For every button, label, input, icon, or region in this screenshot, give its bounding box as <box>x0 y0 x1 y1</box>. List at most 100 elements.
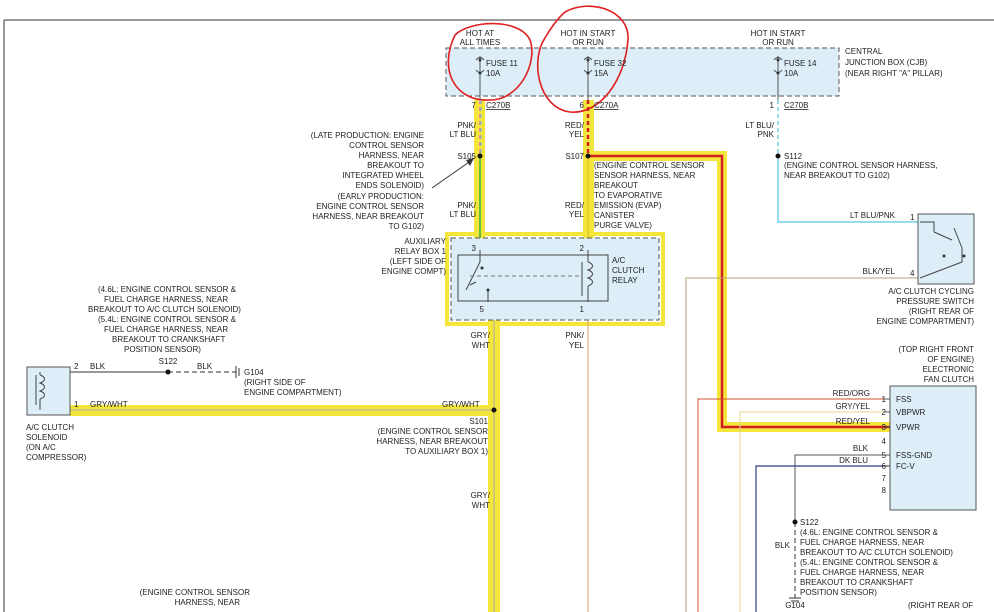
svg-text:(ENGINE CONTROL SENSOR: (ENGINE CONTROL SENSOR <box>378 427 489 436</box>
svg-text:1: 1 <box>882 395 887 404</box>
svg-text:FUEL CHARGE HARNESS, NEAR: FUEL CHARGE HARNESS, NEAR <box>800 538 924 547</box>
note-arrow-head <box>466 158 474 166</box>
svg-text:S122: S122 <box>800 518 819 527</box>
svg-text:FUEL CHARGE HARNESS, NEAR: FUEL CHARGE HARNESS, NEAR <box>104 295 228 304</box>
svg-text:BLK: BLK <box>90 362 106 371</box>
svg-text:7: 7 <box>472 101 477 110</box>
svg-text:3: 3 <box>882 423 887 432</box>
svg-text:6: 6 <box>882 462 887 471</box>
cjb-box <box>445 47 840 97</box>
svg-text:PNK/: PNK/ <box>457 201 476 210</box>
svg-text:WHT: WHT <box>472 341 490 350</box>
svg-text:SOLENOID: SOLENOID <box>26 433 68 442</box>
svg-text:RED/: RED/ <box>565 121 585 130</box>
svg-text:ENDS SOLENOID): ENDS SOLENOID) <box>356 181 425 190</box>
note-bottom: (ENGINE CONTROL SENSOR HARNESS, NEAR (RI… <box>140 588 974 610</box>
svg-text:BLK: BLK <box>853 444 869 453</box>
svg-text:A/C CLUTCH CYCLING: A/C CLUTCH CYCLING <box>888 287 974 296</box>
svg-text:LT BLU: LT BLU <box>450 130 477 139</box>
svg-text:1: 1 <box>580 305 585 314</box>
red-annotation-2 <box>537 5 629 113</box>
svg-text:BREAKOUT: BREAKOUT <box>594 181 638 190</box>
svg-text:C270B: C270B <box>784 101 808 110</box>
note-late-production: (LATE PRODUCTION: ENGINE CONTROL SENSOR … <box>311 131 425 190</box>
svg-text:1: 1 <box>770 101 775 110</box>
svg-text:(TOP RIGHT FRONT: (TOP RIGHT FRONT <box>898 345 974 354</box>
fuse-14[interactable] <box>773 56 783 100</box>
svg-text:BLK: BLK <box>775 541 791 550</box>
svg-text:2: 2 <box>882 408 887 417</box>
fuse-11[interactable] <box>475 56 485 100</box>
svg-text:2: 2 <box>74 362 79 371</box>
wire-blk-fan[interactable] <box>794 454 890 522</box>
svg-text:FUSE 11: FUSE 11 <box>486 59 518 68</box>
note-g104a: (RIGHT SIDE OF ENGINE COMPARTMENT) <box>244 378 342 397</box>
ac-clutch-relay[interactable] <box>457 254 609 302</box>
svg-text:GRY/WHT: GRY/WHT <box>90 400 128 409</box>
solenoid-labels: 2 1 A/C CLUTCH SOLENOID (ON A/C COMPRESS… <box>26 362 87 462</box>
svg-text:CENTRAL: CENTRAL <box>845 47 883 56</box>
svg-text:FSS: FSS <box>896 395 912 404</box>
svg-text:S105: S105 <box>457 152 476 161</box>
svg-text:(EARLY PRODUCTION:: (EARLY PRODUCTION: <box>338 192 424 201</box>
fuse-32[interactable] <box>583 56 593 100</box>
note-s122a: (4.6L: ENGINE CONTROL SENSOR & FUEL CHAR… <box>88 285 241 354</box>
svg-text:S101: S101 <box>469 417 488 426</box>
hot-start-a-label-1: HOT IN START <box>561 29 616 38</box>
svg-text:AUXILIARY: AUXILIARY <box>404 237 446 246</box>
ac-clutch-solenoid-box[interactable] <box>26 366 71 416</box>
svg-text:(ON A/C: (ON A/C <box>26 443 56 452</box>
svg-text:BREAKOUT TO A/C CLUTCH SOLENOI: BREAKOUT TO A/C CLUTCH SOLENOID) <box>88 305 241 314</box>
svg-text:FC-V: FC-V <box>896 462 915 471</box>
svg-text:GRY/YEL: GRY/YEL <box>835 402 870 411</box>
svg-text:8: 8 <box>882 486 887 495</box>
svg-text:FUEL CHARGE HARNESS, NEAR: FUEL CHARGE HARNESS, NEAR <box>800 568 924 577</box>
wire-red-yel[interactable] <box>586 100 890 429</box>
svg-text:(LEFT SIDE OF: (LEFT SIDE OF <box>390 257 446 266</box>
top-labels: HOT AT ALL TIMES HOT IN START OR RUN HOT… <box>460 29 806 47</box>
svg-text:(RIGHT SIDE OF: (RIGHT SIDE OF <box>244 378 306 387</box>
svg-text:TO AUXILIARY BOX 1): TO AUXILIARY BOX 1) <box>405 447 488 456</box>
wire-gry-yel[interactable] <box>739 411 890 612</box>
pressure-switch-box[interactable] <box>917 213 975 285</box>
svg-text:A/C: A/C <box>612 256 626 265</box>
wire-blk-yel[interactable] <box>685 277 918 612</box>
relay-coil-icon <box>581 250 593 302</box>
wire-ltblu-pnk[interactable] <box>777 100 920 223</box>
svg-text:INTEGRATED WHEEL: INTEGRATED WHEEL <box>342 171 424 180</box>
wire-pnk-ltblu[interactable] <box>479 100 482 250</box>
svg-text:RED/ORG: RED/ORG <box>833 389 870 398</box>
svg-text:HARNESS, NEAR: HARNESS, NEAR <box>175 598 241 607</box>
svg-text:COMPRESSOR): COMPRESSOR) <box>26 453 87 462</box>
svg-text:VBPWR: VBPWR <box>896 408 926 417</box>
svg-text:EMISSION (EVAP): EMISSION (EVAP) <box>594 201 662 210</box>
svg-text:(NEAR RIGHT "A" PILLAR): (NEAR RIGHT "A" PILLAR) <box>845 69 943 78</box>
wire-red-org[interactable] <box>697 398 890 612</box>
svg-text:1: 1 <box>74 400 79 409</box>
note-s112: (ENGINE CONTROL SENSOR HARNESS, NEAR BRE… <box>784 161 938 180</box>
wire-dk-blu[interactable] <box>755 465 890 612</box>
svg-text:DK BLU: DK BLU <box>839 456 868 465</box>
ground-g104a-icon <box>235 366 240 378</box>
svg-text:YEL: YEL <box>569 210 585 219</box>
svg-text:YEL: YEL <box>569 341 585 350</box>
svg-text:5: 5 <box>882 451 887 460</box>
svg-text:LT BLU/PNK: LT BLU/PNK <box>850 211 896 220</box>
svg-text:7: 7 <box>882 474 887 483</box>
svg-text:WHT: WHT <box>472 501 490 510</box>
svg-text:FSS-GND: FSS-GND <box>896 451 932 460</box>
svg-text:2: 2 <box>580 244 585 253</box>
svg-text:S107: S107 <box>565 152 584 161</box>
solenoid-coil-icon <box>35 372 45 410</box>
svg-text:VPWR: VPWR <box>896 423 920 432</box>
note-s122b: (4.6L: ENGINE CONTROL SENSOR & FUEL CHAR… <box>800 528 953 597</box>
svg-text:PRESSURE SWITCH: PRESSURE SWITCH <box>896 297 974 306</box>
svg-text:HARNESS, NEAR BREAKOUT: HARNESS, NEAR BREAKOUT <box>312 212 424 221</box>
svg-text:(ENGINE CONTROL SENSOR: (ENGINE CONTROL SENSOR <box>594 161 705 170</box>
note-s101: (ENGINE CONTROL SENSOR HARNESS, NEAR BRE… <box>376 427 488 456</box>
hot-start-a-label-2: OR RUN <box>572 38 604 47</box>
fan-clutch-box[interactable] <box>889 385 977 511</box>
svg-text:POSITION SENSOR): POSITION SENSOR) <box>800 588 877 597</box>
wire-labels: PNK/ LT BLU RED/ YEL LT BLU/ PNK PNK/ LT… <box>90 121 896 550</box>
